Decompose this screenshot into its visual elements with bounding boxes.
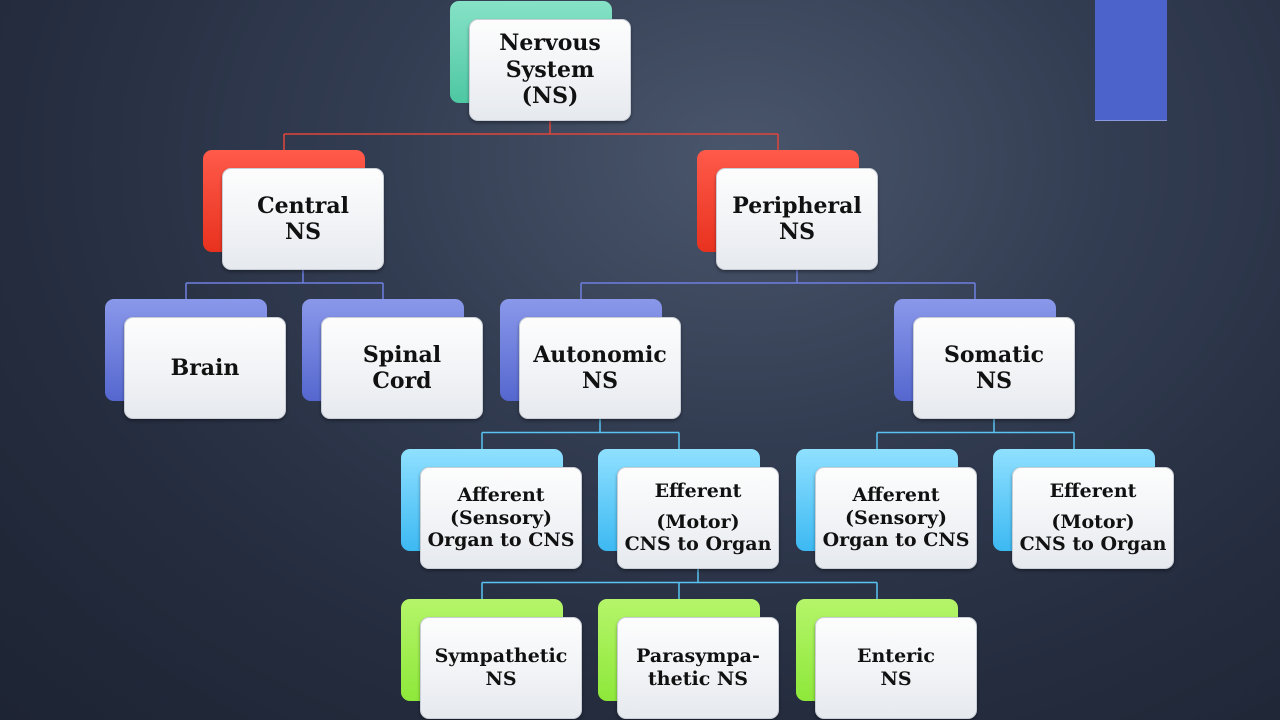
- node-label-card: Parasympa-thetic NS: [617, 617, 779, 719]
- node-label-line: (Motor): [1051, 510, 1135, 533]
- node-label-line: Sympathetic: [434, 645, 568, 668]
- node-label-line: Parasympa-: [636, 645, 760, 668]
- node-label-line: thetic NS: [648, 668, 748, 690]
- node-label-line: Organ to CNS: [822, 529, 970, 552]
- node-label-line: Somatic: [943, 341, 1044, 368]
- node-label-line: (NS): [521, 83, 579, 110]
- node-label-line: CNS to Organ: [624, 533, 772, 556]
- node-label-line: Cord: [372, 368, 432, 394]
- node-label-line: System: [505, 56, 595, 83]
- node-label-card: Brain: [124, 317, 286, 419]
- node-label-line: NS: [880, 668, 912, 690]
- node-label-line: Enteric: [857, 645, 935, 668]
- node-label-card: Efferent (Motor)CNS to Organ: [617, 467, 779, 569]
- node-label-card: Afferent(Sensory)Organ to CNS: [815, 467, 977, 569]
- node-label-line: Organ to CNS: [427, 529, 575, 552]
- node-label-line: (Motor): [656, 510, 740, 533]
- node-label-line: (Sensory): [844, 506, 948, 529]
- node-label-line: Afferent: [852, 483, 940, 506]
- node-label-line: Central: [257, 192, 349, 219]
- decorative-corner-rect: [1095, 0, 1167, 121]
- node-label-line: Efferent: [654, 479, 742, 502]
- node-label-line: NS: [779, 219, 815, 245]
- node-label-line: Autonomic: [533, 341, 667, 368]
- node-label-line: NS: [285, 219, 321, 245]
- node-label-line: (Sensory): [449, 506, 553, 529]
- node-label-line: Brain: [170, 354, 240, 381]
- node-label-line: Afferent: [457, 483, 545, 506]
- node-label-line: NS: [485, 668, 517, 690]
- node-label-line: CNS to Organ: [1019, 533, 1167, 556]
- node-label-line: NS: [582, 368, 618, 394]
- node-label-card: Efferent (Motor)CNS to Organ: [1012, 467, 1174, 569]
- node-label-line: Nervous: [499, 30, 601, 57]
- node-label-line: Efferent: [1049, 479, 1137, 502]
- node-label-card: Afferent(Sensory)Organ to CNS: [420, 467, 582, 569]
- node-label-line: NS: [976, 368, 1012, 394]
- node-label-line: Peripheral: [732, 192, 862, 219]
- node-label-line: Spinal: [362, 341, 442, 368]
